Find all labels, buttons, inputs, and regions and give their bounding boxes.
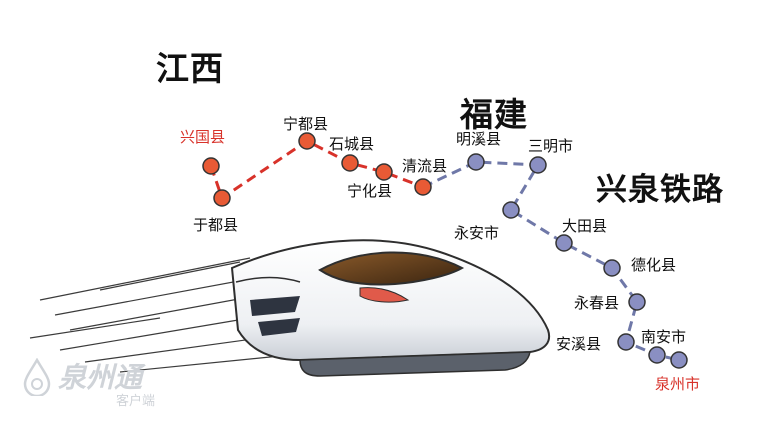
station-label-xingguo: 兴国县 xyxy=(180,128,226,146)
station-dot-sanming xyxy=(529,156,547,174)
station-label-yongchun: 永春县 xyxy=(574,294,620,312)
station-label-nanan: 南安市 xyxy=(641,328,687,346)
station-label-qingliu: 清流县 xyxy=(402,157,448,175)
station-dot-xingguo xyxy=(202,157,220,175)
station-label-quanzhou: 泉州市 xyxy=(655,375,701,393)
watermark-sub: 客户端 xyxy=(116,394,156,409)
speed-lines xyxy=(29,257,281,373)
station-label-mingxi: 明溪县 xyxy=(456,130,502,148)
station-dot-yongchun xyxy=(628,293,646,311)
station-dot-ningdu xyxy=(298,132,316,150)
station-label-yongan: 永安市 xyxy=(454,224,500,242)
station-dot-datian xyxy=(555,234,573,252)
station-label-yudu: 于都县 xyxy=(193,216,239,234)
train-illustration xyxy=(230,239,550,377)
station-markers xyxy=(202,132,688,369)
station-label-ningdu: 宁都县 xyxy=(283,115,329,133)
station-label-datian: 大田县 xyxy=(562,217,608,235)
station-dot-shicheng xyxy=(341,154,359,172)
station-dot-quanzhou xyxy=(670,351,688,369)
station-label-sanming: 三明市 xyxy=(528,137,574,155)
station-dot-nanan xyxy=(648,346,666,364)
station-dot-ninghua xyxy=(375,163,393,181)
station-label-shicheng: 石城县 xyxy=(329,135,375,153)
station-dot-anxi xyxy=(617,333,635,351)
watermark-drop-icon xyxy=(23,358,51,396)
station-label-ninghua: 宁化县 xyxy=(347,182,393,200)
region-label-fujian: 福建 xyxy=(460,95,528,134)
station-dot-mingxi xyxy=(467,153,485,171)
station-dot-dehua xyxy=(603,259,621,277)
station-dot-qingliu xyxy=(414,178,432,196)
region-label-jiangxi: 江西 xyxy=(156,49,224,88)
watermark-logo: 泉州通 xyxy=(58,361,143,394)
station-dot-yongan xyxy=(502,201,520,219)
route-line-fujian xyxy=(422,160,680,362)
station-label-anxi: 安溪县 xyxy=(556,335,602,353)
route-title: 兴泉铁路 xyxy=(596,172,724,208)
station-dot-yudu xyxy=(213,189,231,207)
station-label-dehua: 德化县 xyxy=(631,256,677,274)
